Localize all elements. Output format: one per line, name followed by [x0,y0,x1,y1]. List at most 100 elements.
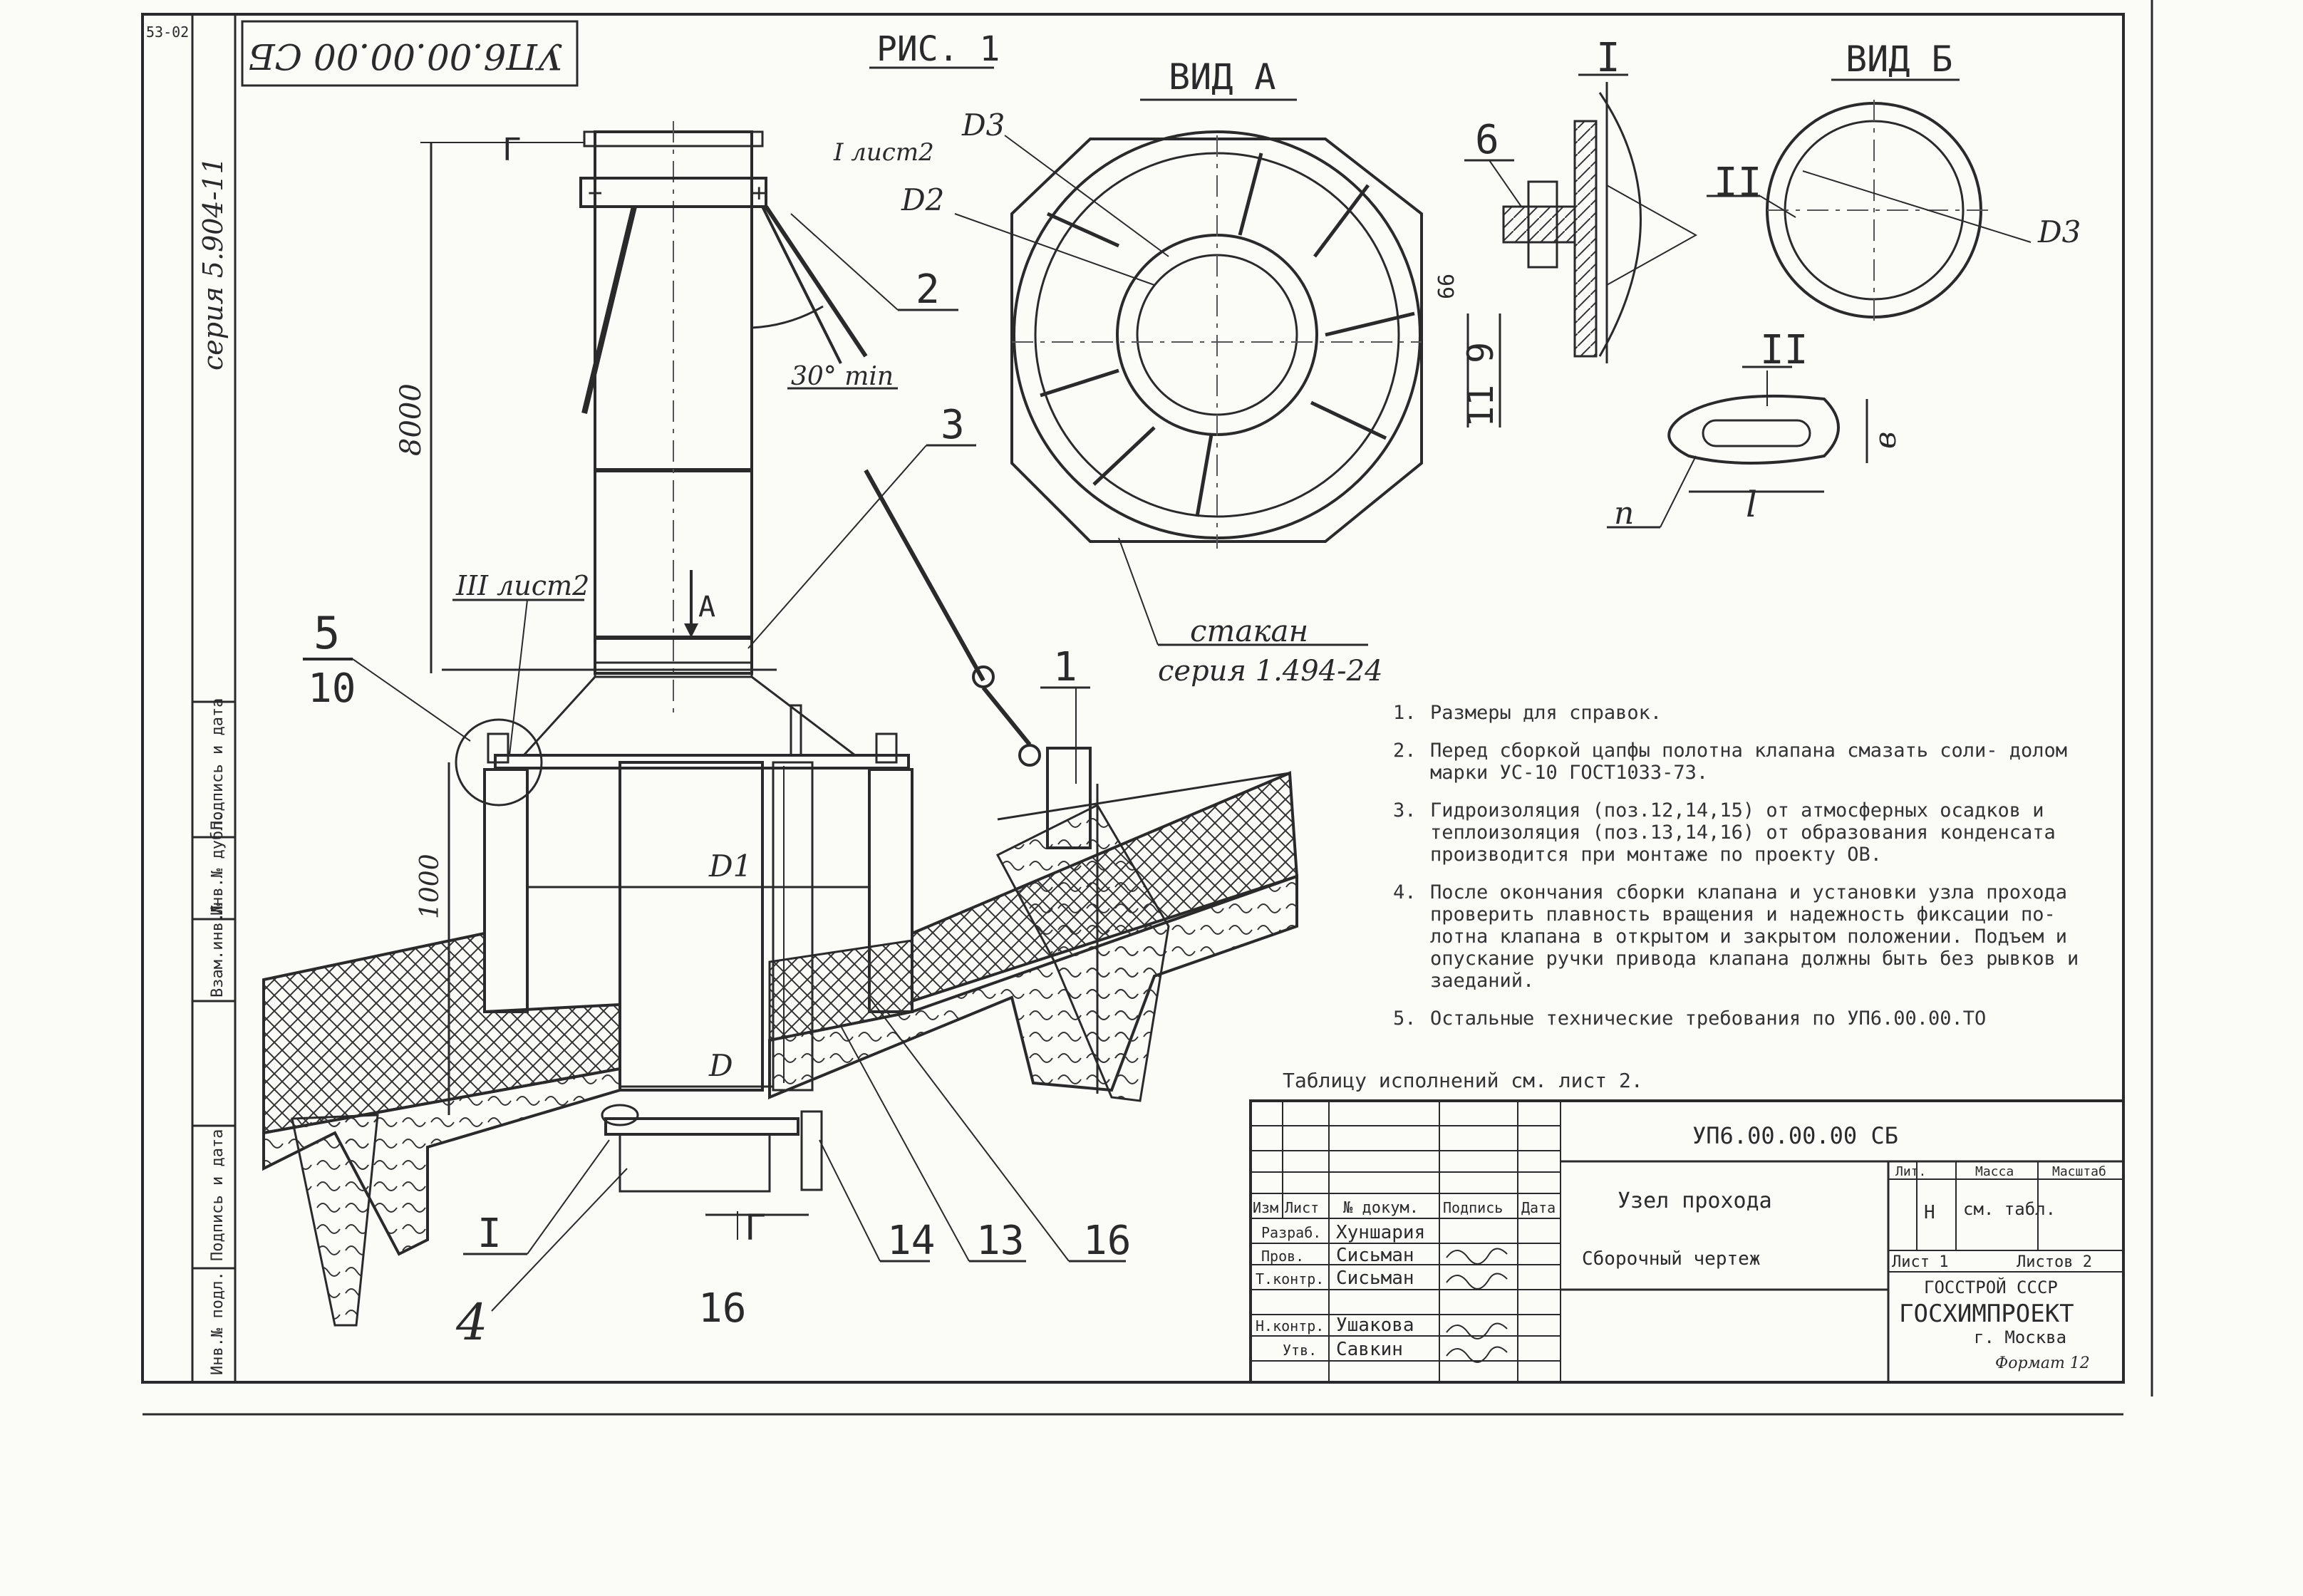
callout-14: 14 [887,1218,935,1264]
tb-name: Узел прохода [1618,1188,1772,1213]
dimension-1000: 1000 [415,854,445,919]
tb-lit-value: Н [1924,1202,1935,1223]
callout-3: 3 [941,402,965,448]
view-a-title: ВИД А [1169,56,1276,98]
callout-10: 10 [308,665,356,712]
sheet-mark: 53-02 [146,24,189,41]
side-stamp-cell-1: Подпись и дата [209,698,227,830]
callout-4: 4 [455,1293,488,1352]
view-b-title: ВИД Б [1846,38,1953,80]
technical-notes: 1. Размеры для справок. 2. Перед сборкой ц… [1393,702,2120,1045]
dimension-d3: D3 [961,108,1005,142]
dimension-66: 66 [1434,274,1459,299]
note-5: 5. Остальные технические требования по УП… [1393,1007,2120,1030]
callout-3-sheet2: III лист2 [455,570,589,601]
dimension-d1: D1 [708,849,752,884]
note-2: 2. Перед сборкой цапфы полотна клапана см… [1393,740,2120,784]
side-stamp-cell-3: Взам.инв.№ [209,903,227,998]
detail-ii-label: II [1760,327,1808,373]
top-code-stamp: УП6.00.00.00 СБ 53-02 серия 5.904-11 [146,20,579,370]
callout-13: 13 [976,1218,1024,1264]
tb-sheet: Лист 1 [1892,1253,1948,1271]
angle-dimension: 30° min [791,362,894,391]
note-3-text: Гидроизоляция (поз.12,14,15) от атмосфер… [1430,799,2056,866]
main-section-view: + + 30° min 8000 Г I лист2 2 3 A III лис… [262,121,1299,1352]
dimension-d: D [708,1048,733,1083]
stakan-series: серия 1.494-24 [1158,655,1383,688]
tb-name-6: Савкин [1336,1339,1403,1360]
tb-mass-value: см. табл. [1963,1199,2056,1219]
tb-role-5: Н.контр. [1256,1317,1324,1335]
note-5-number: 5. [1393,1007,1417,1030]
tb-mass-label: Масса [1975,1164,2014,1179]
stakan-label: стакан [1190,613,1308,648]
title-block: Изм Лист № докум. Подпись Дата Разраб. Х… [1249,1099,2125,1384]
note-4-number: 4. [1393,881,1417,903]
detail-i: I 6 66 9 11 [1434,35,1698,428]
stamp-code-upside-down: УП6.00.00.00 СБ [249,36,563,77]
tb-scale-label: Масштаб [2052,1164,2106,1179]
section-label-g: Г [502,132,522,168]
tb-org1: ГОССТРОЙ СССР [1924,1277,2058,1297]
note-5-text: Остальные технические требования по УП6.… [1430,1007,1987,1030]
note-1-text: Размеры для справок. [1430,702,1662,724]
tb-header-list: Лист [1285,1199,1319,1216]
note-3-number: 3. [1393,799,1417,822]
callout-16b: 16 [698,1285,746,1332]
callout-1-sheet2: I лист2 [833,138,934,167]
note-2-number: 2. [1393,740,1417,762]
tb-role-1: Разраб. [1261,1224,1321,1241]
tb-format: Формат 12 [1995,1354,2090,1372]
view-a: D3 D2 стакан серия 1.494-24 [901,108,1423,688]
dimension-d3b: D3 [2037,214,2081,249]
tb-name-5: Ушакова [1336,1315,1414,1336]
callout-6: 6 [1475,117,1499,163]
note-1: 1. Размеры для справок. [1393,702,2120,724]
detail-i-label: I [1596,35,1620,81]
tb-role-6: Утв. [1283,1342,1317,1359]
callout-roman-2-arrow: II [1714,160,1761,206]
dimension-d2: D2 [901,182,944,217]
dimension-g: Г [745,1207,766,1248]
tb-role-2: Пров. [1261,1248,1304,1265]
callout-5: 5 [314,607,340,659]
svg-text:+: + [588,179,602,207]
tb-header-sign: Подпись [1443,1199,1503,1216]
dimension-8000: 8000 [395,383,428,456]
note-3: 3. Гидроизоляция (поз.12,14,15) от атмосф… [1393,799,2120,866]
callout-roman-1: I [477,1211,502,1257]
side-stamp-cell-4: Подпись и дата [209,1129,227,1261]
dimension-b: в [1868,432,1903,449]
tb-header-izm: Изм [1253,1199,1278,1216]
tb-role-3: Т.контр. [1256,1270,1324,1287]
figure-title: РИС. 1 [876,29,1000,69]
note-4: 4. После окончания сборки клапана и устан… [1393,881,2120,992]
tb-header-date: Дата [1521,1199,1556,1216]
note-2-text: Перед сборкой цапфы полотна клапана смаз… [1430,740,2068,784]
note-1-number: 1. [1393,702,1417,724]
callout-9: 9 [1460,342,1501,363]
dimension-l: l [1746,484,1757,525]
tb-doc-type: Сборочный чертеж [1582,1248,1760,1270]
tb-header-doc: № докум. [1342,1199,1419,1217]
series-vertical: серия 5.904-11 [197,157,229,370]
tb-city: г. Москва [1974,1327,2066,1347]
dimension-n: п [1614,495,1634,532]
tb-name-1: Хуншария [1336,1222,1425,1243]
tb-sheets: Листов 2 [2017,1253,2092,1271]
tb-org2: ГОСХИМПРОЕКТ [1899,1300,2074,1328]
tb-name-3: Сисьман [1336,1268,1414,1289]
note-4-text: После окончания сборки клапана и установ… [1430,881,2079,992]
detail-ii: II в l п [1607,327,1903,532]
callout-16: 16 [1083,1218,1131,1264]
view-arrow-a: A [698,591,715,623]
side-stamp: Подпись и дата Инв.№ дубл. Взам.инв.№ По… [192,698,235,1375]
callout-2: 2 [916,266,940,313]
tb-code: УП6.00.00.00 СБ [1692,1122,1898,1149]
tb-name-2: Сисьман [1336,1245,1414,1266]
svg-text:+: + [752,179,766,207]
callout-1: 1 [1053,644,1077,690]
table-note: Таблицу исполнений см. лист 2. [1283,1069,1643,1092]
callout-11: 11 [1460,385,1501,428]
